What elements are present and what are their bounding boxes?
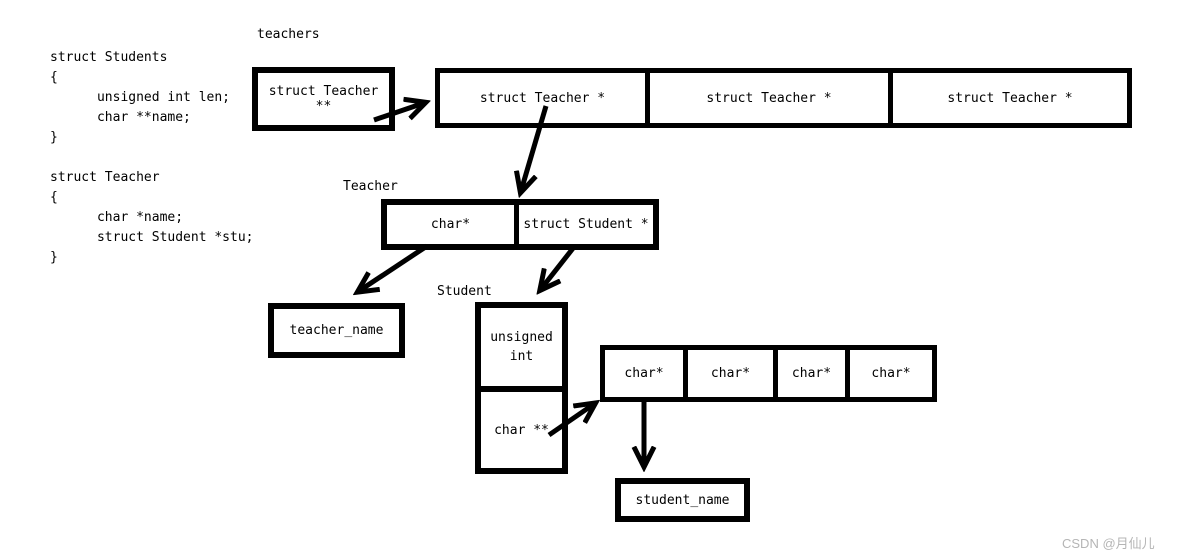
char-pointer-cell-2-text: char* bbox=[791, 366, 832, 381]
teacher-pointer-cell-2: struct Teacher * bbox=[888, 73, 1127, 123]
teacher-struct-box: char* struct Student * bbox=[381, 199, 659, 250]
teachers-pointer-box: struct Teacher ** bbox=[252, 67, 395, 131]
teacher-pointer-cell-0: struct Teacher * bbox=[440, 73, 645, 123]
student-struct-label: Student bbox=[437, 284, 492, 299]
char-pointer-cell-3: char* bbox=[845, 350, 932, 397]
student-len-field-cell: unsigned int bbox=[481, 308, 562, 386]
teacher-pointer-cell-1: struct Teacher * bbox=[645, 73, 888, 123]
student-len-field-text: unsigned int bbox=[490, 330, 553, 364]
teacher-name-text: teacher_name bbox=[289, 323, 384, 338]
char-pointer-cell-1-text: char* bbox=[710, 366, 751, 381]
student-name-field-cell: char ** bbox=[481, 386, 562, 468]
teacher-pointer-cell-1-text: struct Teacher * bbox=[706, 90, 832, 106]
teacher-pointer-cell-2-text: struct Teacher * bbox=[947, 90, 1073, 106]
student-name-text: student_name bbox=[635, 492, 730, 508]
char-pointer-array: char* char* char* char* bbox=[600, 345, 937, 402]
char-pointer-cell-0-text: char* bbox=[624, 366, 664, 381]
student-name-field-text: char ** bbox=[494, 422, 549, 438]
arrow-stuptr-to-student bbox=[541, 245, 576, 289]
teachers-array-label: teachers bbox=[257, 27, 320, 42]
arrow-charptr-to-teachername bbox=[359, 243, 429, 291]
char-pointer-cell-3-text: char* bbox=[871, 366, 911, 381]
teacher-struct-label: Teacher bbox=[343, 179, 398, 194]
teacher-name-box: teacher_name bbox=[268, 303, 405, 358]
char-pointer-cell-1: char* bbox=[683, 350, 773, 397]
teacher-name-field-text: char* bbox=[430, 217, 471, 232]
student-name-box: student_name bbox=[615, 478, 750, 522]
code-struct-teacher: struct Teacher { char *name; struct Stud… bbox=[50, 170, 254, 265]
teacher-stu-field-text: struct Student * bbox=[523, 217, 649, 232]
csdn-watermark: CSDN @月仙儿 bbox=[1062, 536, 1155, 551]
teacher-pointer-array: struct Teacher * struct Teacher * struct… bbox=[435, 68, 1132, 128]
teachers-pointer-text: struct Teacher ** bbox=[268, 84, 379, 114]
char-pointer-cell-2: char* bbox=[773, 350, 845, 397]
teacher-pointer-cell-0-text: struct Teacher * bbox=[479, 90, 606, 106]
teacher-name-field-cell: char* bbox=[387, 205, 514, 244]
teacher-stu-field-cell: struct Student * bbox=[514, 205, 653, 244]
student-struct-box: unsigned int char ** bbox=[475, 302, 568, 474]
char-pointer-cell-0: char* bbox=[605, 350, 683, 397]
code-struct-students: struct Students { unsigned int len; char… bbox=[50, 50, 231, 145]
